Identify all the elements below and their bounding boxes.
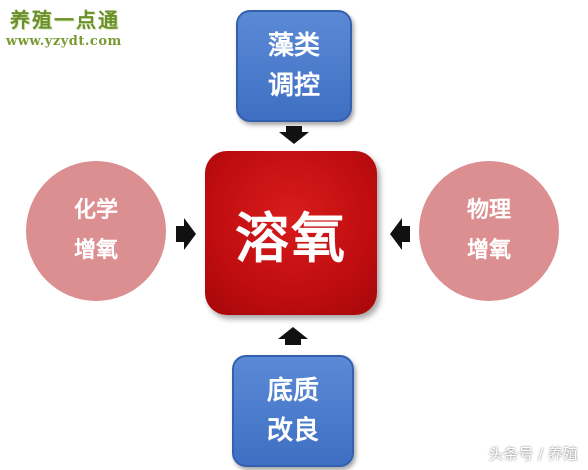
substrate-improvement-line2: 改良 <box>266 416 319 446</box>
arrow-up-icon <box>278 327 308 345</box>
algae-control-line2: 调控 <box>267 71 320 101</box>
physical-aeration-circle: 物理 增氧 <box>419 161 559 301</box>
dissolved-oxygen-label: 溶氧 <box>235 206 347 270</box>
physical-aeration-line1: 物理 <box>466 198 511 223</box>
substrate-improvement-box: 底质 改良 <box>232 355 354 467</box>
algae-control-box: 藻类 调控 <box>236 10 352 122</box>
dissolved-oxygen-center: 溶氧 <box>205 151 377 315</box>
watermark: 头条号 / 养殖 <box>488 445 578 463</box>
physical-aeration-line2: 增氧 <box>466 238 511 263</box>
logo-title: 养殖一点通 <box>10 8 120 32</box>
algae-control-line1: 藻类 <box>267 31 320 61</box>
substrate-improvement-line1: 底质 <box>266 376 319 406</box>
chemical-aeration-line1: 化学 <box>73 198 118 223</box>
chemical-aeration-line2: 增氧 <box>73 238 118 263</box>
chemical-aeration-circle: 化学 增氧 <box>26 161 166 301</box>
arrow-right-icon <box>176 218 196 250</box>
arrow-down-icon <box>279 126 309 144</box>
arrow-left-icon <box>390 218 410 250</box>
logo-url: www.yzydt.com <box>6 34 122 49</box>
